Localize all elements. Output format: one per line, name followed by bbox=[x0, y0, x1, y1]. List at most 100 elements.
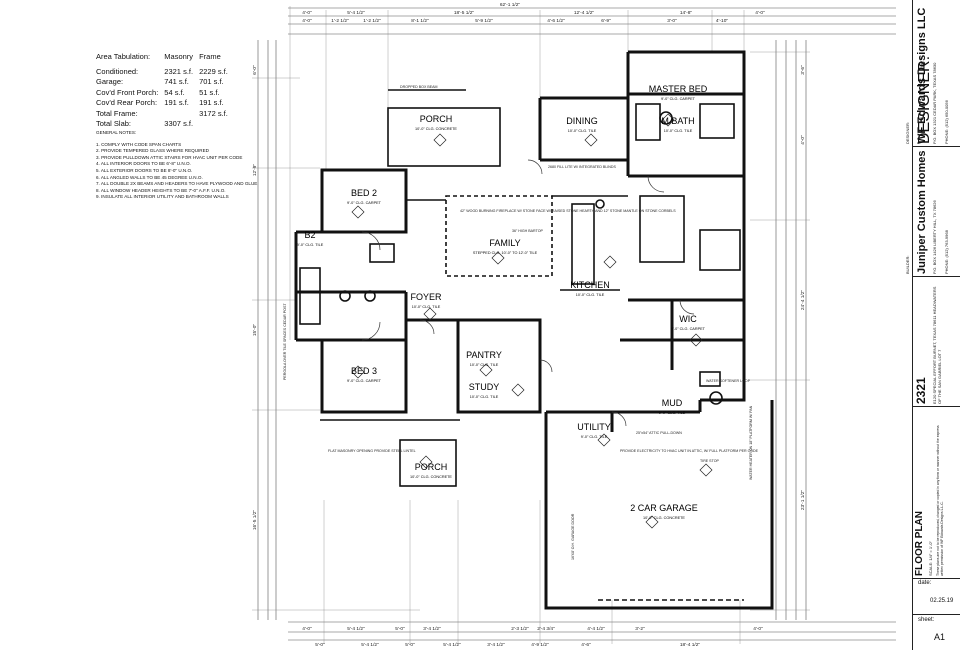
dim-bottom-detail: 5'-0" bbox=[315, 642, 325, 648]
room-spec: 9'-0" CLG. CARPET bbox=[347, 379, 382, 383]
dim-top: 12'-4 1/2" bbox=[574, 10, 595, 16]
general-note-item: 7. ALL DOUBLE 2X BEAMS AND HEADERS TO HA… bbox=[96, 181, 258, 187]
general-note-item: 5. ALL EXTERIOR DOORS TO BE 8'-0" U.N.O. bbox=[96, 167, 193, 173]
room-name: KITCHEN bbox=[570, 280, 610, 290]
room-spec: 10'-0" CLG. TILE bbox=[576, 293, 605, 297]
dim-top: 14'-8" bbox=[680, 10, 693, 16]
dim-top-detail: 4'-0" bbox=[302, 18, 312, 24]
dim-overall-top: 62'-1 1/2" bbox=[500, 2, 521, 8]
room-name: FAMILY bbox=[489, 238, 520, 248]
area-row-label: Cov'd Front Porch: bbox=[96, 87, 159, 97]
general-note-item: 3. PROVIDE PULLDOWN ATTIC STAIRS FOR HVA… bbox=[96, 154, 243, 160]
note-garage-door: 16'X8' O.H. GARAGE DOOR bbox=[571, 513, 575, 560]
note-pergola: PERGOLA OVER TILE SPACES CEDAR POST bbox=[283, 303, 287, 380]
plan-description: E120 SPECIAL EFFORT BURNET, TEXAS 78611 … bbox=[932, 286, 942, 404]
area-row-masonry: 2321 s.f. bbox=[164, 66, 194, 76]
builder-name: Juniper Custom Homes bbox=[916, 150, 928, 274]
designer-name: WF Edwards Designs LLC bbox=[916, 7, 928, 144]
general-note-item: 6. ALL ANGLED WALLS TO BE 45 DEGREE U.N.… bbox=[96, 174, 203, 180]
dim-bottom-detail: 4'-6" bbox=[581, 642, 591, 648]
builder-phone: PHONE: (512) 763-9968 bbox=[944, 230, 949, 274]
dim-right: 4'-0" bbox=[800, 135, 806, 145]
note-water-softener: WATER SOFTENER LOOP bbox=[706, 379, 751, 383]
area-row-label: Total Frame: bbox=[96, 108, 138, 118]
area-row-label: Conditioned: bbox=[96, 66, 139, 76]
room-spec: 10'-0" CLG. TILE bbox=[470, 363, 499, 367]
area-row-frame: 3172 s.f. bbox=[199, 108, 228, 118]
dim-top-detail: 5'-9 1/2" bbox=[475, 18, 493, 24]
sheet-title: FLOOR PLAN bbox=[914, 511, 925, 576]
plan-number-cell bbox=[913, 276, 960, 407]
room-spec: 9'-0" CLG. CARPET bbox=[661, 97, 696, 101]
floor-plan-drawing: 62'-1 1/2" 4'-0" 5'-4 1/2" 18'-5 1/2" 12… bbox=[252, 2, 896, 648]
area-row-masonry: 191 s.f. bbox=[164, 98, 189, 107]
builder-cell bbox=[913, 146, 960, 277]
room-spec: 10'-0" CLG. TILE bbox=[568, 129, 597, 133]
room-name: M BATH bbox=[661, 116, 694, 126]
dim-top-detail: 6'-9" bbox=[601, 18, 611, 24]
date-value: 02.25.19 bbox=[930, 598, 954, 604]
dim-bottom-detail: 18'-4 1/2" bbox=[680, 642, 701, 648]
dim-bottom: 2'-3 1/2" bbox=[511, 626, 529, 632]
room-name: BED 3 bbox=[351, 366, 377, 376]
dim-top: 4'-0" bbox=[755, 10, 765, 16]
note-tire-stop: TIRE STOP bbox=[700, 459, 720, 463]
area-row-frame: 51 s.f. bbox=[199, 87, 220, 97]
room-name: B2 bbox=[304, 230, 315, 240]
general-notes-title: GENERAL NOTES: bbox=[96, 130, 137, 135]
general-note-item: 8. ALL WINDOW HEADER HEIGHTS TO BE 7'-0"… bbox=[96, 187, 226, 193]
dim-top: 5'-4 1/2" bbox=[347, 10, 365, 16]
dim-bottom: 5'-4 1/2" bbox=[347, 626, 365, 632]
dim-top-detail: 3'-0" bbox=[667, 18, 677, 24]
sheet-label: sheet: bbox=[918, 617, 935, 623]
sheet-scale: SCALE: 1/4" = 1'-0" bbox=[928, 541, 933, 576]
area-row-frame: 2229 s.f. bbox=[199, 66, 228, 76]
area-row-label: Garage: bbox=[96, 77, 124, 86]
room-spec: 10'-0" CLG. CONCRETE bbox=[415, 127, 457, 131]
dim-left: 12'-9" bbox=[252, 164, 258, 177]
dim-right: 3'-6" bbox=[800, 65, 806, 75]
note-fill-lite: 2680 FILL LITE W/ INTEGRATED BLINDS bbox=[548, 165, 617, 169]
room-name: WIC bbox=[679, 314, 697, 324]
title-block: DESIGNER: bbox=[912, 0, 960, 650]
dim-bottom-detail: 4'-9 1/2" bbox=[531, 642, 549, 648]
dim-left: 6'-0" bbox=[252, 65, 258, 75]
dim-bottom: 3'-4 1/2" bbox=[423, 626, 441, 632]
plan-number: 2321 bbox=[914, 377, 928, 404]
room-name: PORCH bbox=[420, 114, 453, 124]
dim-top-detail: 4'-10" bbox=[716, 18, 729, 24]
room-spec: 9'-0" CLG. CARPET bbox=[671, 327, 706, 331]
room-spec: 9'-0" CLG. TILE bbox=[581, 435, 608, 439]
builder-label: BUILDER: bbox=[905, 255, 910, 274]
dim-bottom-detail: 5'-0" bbox=[405, 642, 415, 648]
dim-left: 16'-5 1/2" bbox=[252, 510, 258, 531]
dim-top: 4'-0" bbox=[302, 10, 312, 16]
room-spec: 10'-0" CLG. TILE bbox=[664, 129, 693, 133]
room-name: FOYER bbox=[410, 292, 442, 302]
room-spec: STEPPED CLG. 10'-0" TO 12'-0" TILE bbox=[473, 251, 538, 255]
general-note-item: 1. COMPLY WITH CODE SPAN CHARTS bbox=[96, 141, 182, 147]
designer-phone: PHONE: (512) 650-0056 bbox=[944, 100, 949, 144]
room-spec: 9'-0" CLG. CARPET bbox=[347, 201, 382, 205]
date-label: date: bbox=[918, 580, 932, 586]
general-note-item: 2. PROVIDE TEMPERED GLASS WHERE REQUIRED bbox=[96, 148, 209, 154]
general-notes: GENERAL NOTES: 1. COMPLY WITH CODE SPAN … bbox=[96, 130, 286, 201]
note-bartop: 36" HIGH BARTOP bbox=[512, 229, 544, 233]
area-row-label: Cov'd Rear Porch: bbox=[96, 98, 158, 107]
area-row-frame: 191 s.f. bbox=[199, 98, 224, 107]
area-row-masonry: 741 s.f. bbox=[164, 77, 189, 86]
dim-bottom-detail: 3'-4 1/2" bbox=[487, 642, 505, 648]
dim-bottom: 4'-0" bbox=[302, 626, 312, 632]
room-spec: 10'-0" CLG. TILE bbox=[412, 305, 441, 309]
builder-address: P.O. BOX 1426 LIBERTY HILL, TX 78626 bbox=[932, 200, 937, 274]
area-row-frame: 701 s.f. bbox=[199, 77, 224, 86]
area-tab-col-frame: Frame bbox=[199, 52, 221, 61]
area-tab-col-masonry: Masonry bbox=[164, 52, 194, 61]
dim-top-detail: 1'-2 1/2" bbox=[331, 18, 349, 24]
note-water-heater: WATER HEATER ON 18" PLATFORM W/ PAN bbox=[749, 405, 753, 480]
dim-bottom: 3'-2" bbox=[635, 626, 645, 632]
dim-bottom-detail: 5'-4 1/2" bbox=[361, 642, 379, 648]
dim-right: 23'-1 1/2" bbox=[800, 490, 806, 511]
room-name: BED 2 bbox=[351, 188, 377, 198]
